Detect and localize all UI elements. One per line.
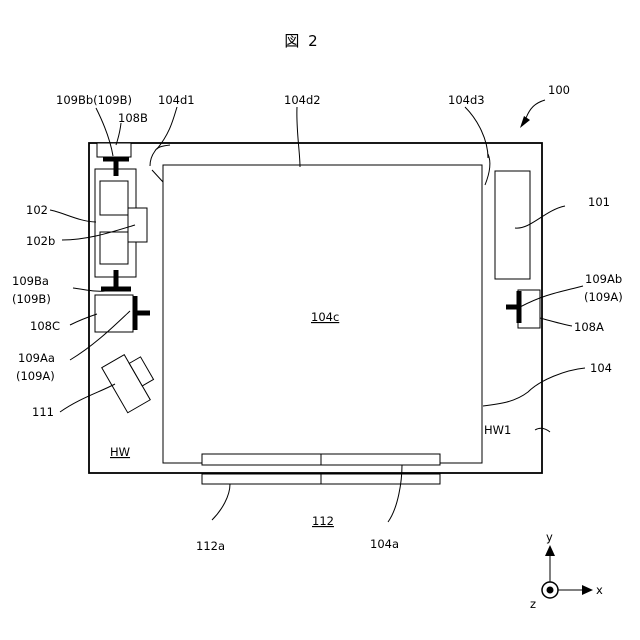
- label-102b: 102b: [26, 234, 55, 248]
- label-111: 111: [32, 405, 54, 419]
- label-109A-paren-right: (109A): [584, 290, 623, 304]
- axis-z-label: z: [530, 597, 536, 611]
- leader-112a: [212, 484, 230, 520]
- leader-108B: [116, 123, 121, 145]
- leader-104d3: [465, 107, 488, 158]
- bottom-strip-left: [202, 454, 321, 465]
- unit-101: [495, 171, 530, 279]
- label-108A: 108A: [574, 320, 604, 334]
- leader-108C: [70, 314, 97, 325]
- leader-111: [60, 384, 115, 412]
- axis-y-label: y: [546, 530, 553, 544]
- leader-100-arrow: [520, 116, 530, 128]
- part-111: [102, 348, 162, 413]
- sensor-108B: [97, 143, 131, 157]
- label-108C: 108C: [30, 319, 60, 333]
- label-104d2: 104d2: [284, 93, 321, 107]
- bottom-strip-right: [321, 454, 440, 465]
- label-112: 112: [312, 514, 334, 528]
- 104d1-connector: [152, 170, 163, 182]
- component-112-right: [321, 474, 440, 484]
- label-HW1: HW1: [484, 423, 511, 437]
- actuator-109Ab: [506, 291, 519, 323]
- unit-102-lower-block: [100, 232, 128, 264]
- label-112a: 112a: [196, 539, 225, 553]
- label-100: 100: [548, 83, 570, 97]
- 104d3-curve: [485, 154, 490, 185]
- label-104: 104: [590, 361, 612, 375]
- label-108B: 108B: [118, 111, 148, 125]
- leader-104: [483, 368, 585, 406]
- component-112-left: [202, 474, 321, 484]
- figure-title: 図 2: [284, 32, 319, 50]
- 104d1-curve: [150, 145, 170, 166]
- label-104c: 104c: [311, 310, 339, 324]
- label-109Aa: 109Aa: [18, 351, 55, 365]
- label-109A-paren-left: (109A): [16, 369, 55, 383]
- axis-x-label: x: [596, 583, 603, 597]
- unit-102-upper-block: [100, 181, 128, 215]
- label-104d3: 104d3: [448, 93, 485, 107]
- label-104d1: 104d1: [158, 93, 195, 107]
- label-109Ab: 109Ab: [585, 272, 622, 286]
- label-109Bb: 109Bb(109B): [56, 93, 132, 107]
- leader-108A: [540, 318, 572, 326]
- unit-102b-tab: [128, 208, 147, 242]
- label-104a: 104a: [370, 537, 399, 551]
- leader-104d2: [297, 107, 300, 167]
- label-109Ba: 109Ba: [12, 274, 49, 288]
- axis-indicator: [542, 545, 593, 598]
- actuator-109Aa: [135, 296, 150, 330]
- label-101: 101: [588, 195, 610, 209]
- label-HW: HW: [110, 445, 130, 459]
- label-109B-paren: (109B): [12, 292, 51, 306]
- leader-100: [526, 100, 545, 118]
- label-102: 102: [26, 203, 48, 217]
